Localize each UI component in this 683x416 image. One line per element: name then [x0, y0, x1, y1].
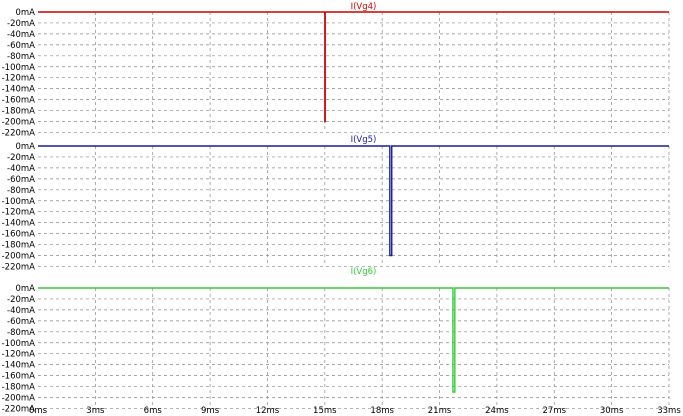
x-tick-label: 24ms	[485, 406, 509, 416]
y-tick-label: -200mA	[2, 252, 36, 262]
y-tick-label: -20mA	[7, 19, 35, 29]
y-tick-label: -100mA	[2, 63, 36, 73]
x-tick-label: 6ms	[144, 406, 163, 416]
series-line-ivg6	[38, 287, 669, 393]
x-tick-label: 12ms	[256, 406, 280, 416]
y-tick-label: 0mA	[15, 142, 35, 152]
x-tick-label: 18ms	[370, 406, 394, 416]
y-tick-label: -100mA	[2, 197, 36, 207]
y-tick-label: -180mA	[2, 383, 36, 393]
chart-panel-3: 0mA-20mA-40mA-60mA-80mA-100mA-120mA-140m…	[2, 267, 670, 414]
y-tick-label: -220mA	[2, 128, 36, 138]
y-tick-label: -40mA	[7, 164, 35, 174]
chart-panel-2: 0mA-20mA-40mA-60mA-80mA-100mA-120mA-140m…	[2, 135, 670, 272]
y-tick-label: -160mA	[2, 230, 36, 240]
series-label: I(Vg6)	[351, 267, 377, 277]
y-tick-label: -60mA	[7, 175, 35, 185]
x-tick-label: 27ms	[543, 406, 567, 416]
series-label: I(Vg4)	[351, 2, 377, 12]
y-tick-label: -140mA	[2, 85, 36, 95]
series-line-ivg4	[38, 11, 669, 123]
x-tick-label: 30ms	[600, 406, 624, 416]
y-tick-label: -80mA	[7, 52, 35, 62]
y-tick-label: -160mA	[2, 372, 36, 382]
y-tick-label: 0mA	[15, 8, 35, 18]
y-tick-label: -180mA	[2, 107, 36, 117]
y-tick-label: -120mA	[2, 208, 36, 218]
y-tick-label: -40mA	[7, 306, 35, 316]
y-tick-label: -20mA	[7, 153, 35, 163]
y-tick-label: -20mA	[7, 295, 35, 305]
y-tick-label: 0mA	[15, 284, 35, 294]
y-tick-label: -80mA	[7, 328, 35, 338]
y-tick-label: -120mA	[2, 350, 36, 360]
y-tick-label: -40mA	[7, 30, 35, 40]
y-tick-label: -60mA	[7, 41, 35, 51]
y-tick-label: -160mA	[2, 96, 36, 106]
series-line-ivg5	[38, 145, 669, 257]
chart-panel-1: 0mA-20mA-40mA-60mA-80mA-100mA-120mA-140m…	[2, 2, 670, 138]
y-tick-label: -220mA	[2, 262, 36, 272]
x-tick-label: 15ms	[313, 406, 337, 416]
y-tick-label: -140mA	[2, 361, 36, 371]
x-tick-label: 21ms	[428, 406, 452, 416]
y-tick-label: -60mA	[7, 317, 35, 327]
x-tick-label: 9ms	[201, 406, 220, 416]
y-tick-label: -200mA	[2, 118, 36, 128]
x-tick-label: 3ms	[86, 406, 105, 416]
y-tick-label: -220mA	[2, 404, 36, 414]
series-label: I(Vg5)	[351, 135, 377, 145]
y-tick-label: -200mA	[2, 394, 36, 404]
y-tick-label: -140mA	[2, 219, 36, 229]
y-tick-label: -100mA	[2, 339, 36, 349]
x-tick-label: 33ms	[657, 406, 681, 416]
y-tick-label: -180mA	[2, 241, 36, 251]
y-tick-label: -120mA	[2, 74, 36, 84]
y-tick-label: -80mA	[7, 186, 35, 196]
x-tick-label: 0ms	[29, 406, 48, 416]
